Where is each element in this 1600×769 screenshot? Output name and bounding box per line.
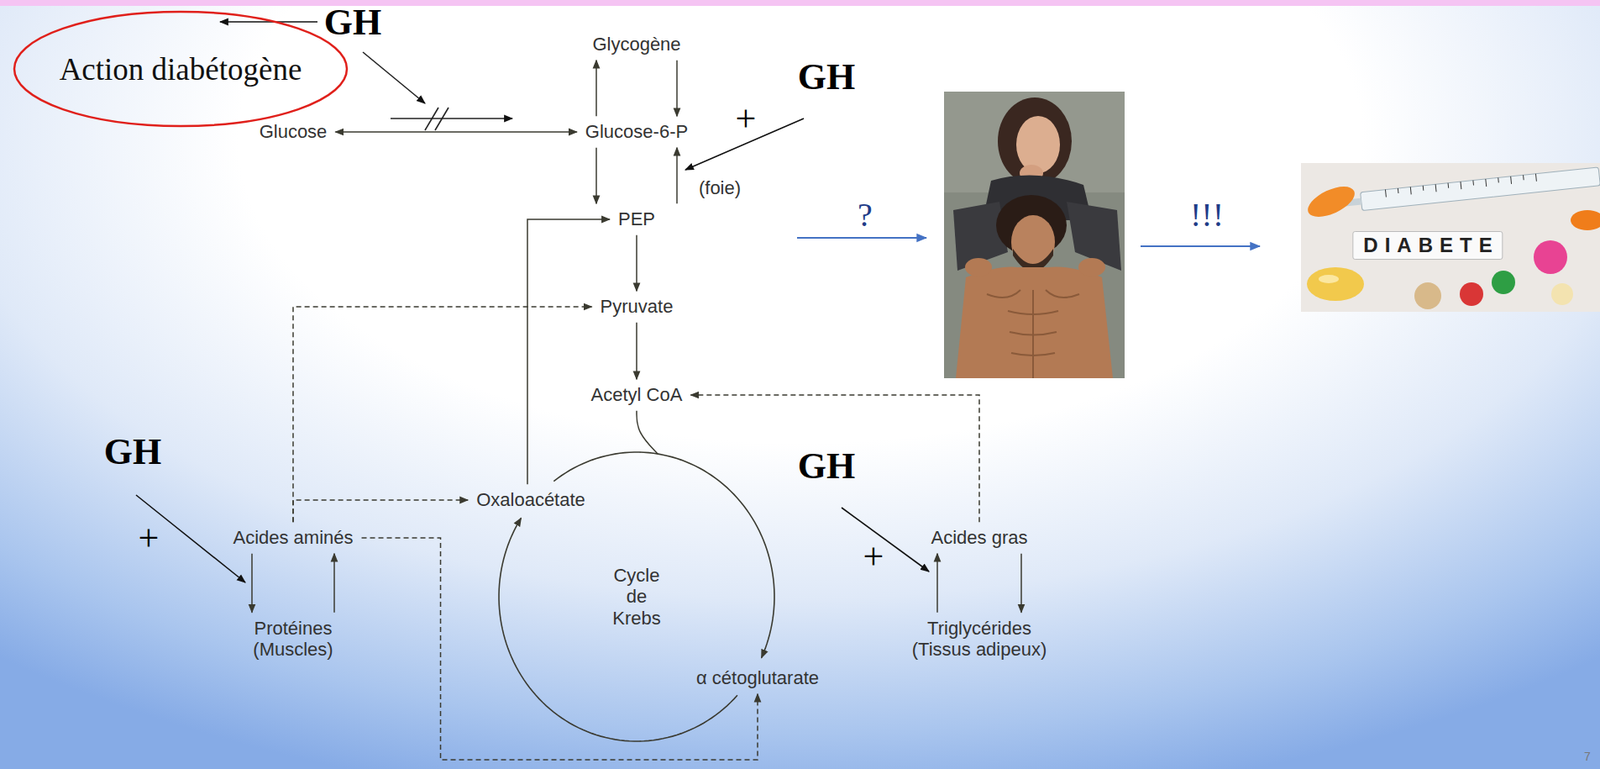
metabolite: PEP xyxy=(614,205,659,232)
question-mark: ? xyxy=(857,194,873,235)
photo-couple-part-part xyxy=(986,289,1021,298)
blue-arrow-part xyxy=(1140,245,1260,247)
reaction-arrow xyxy=(676,60,678,117)
stimulation-sign: + xyxy=(138,516,160,560)
ellipse-outline-path xyxy=(14,11,347,126)
reaction-arrow xyxy=(527,219,610,484)
photo-couple xyxy=(944,91,1125,378)
reaction-arrow xyxy=(595,60,598,117)
reaction-arrow xyxy=(251,553,253,613)
photo-medication-part xyxy=(1306,267,1364,301)
metabolite: Acetyl CoA xyxy=(587,381,687,408)
photo-couple-part xyxy=(1078,257,1106,277)
photo-medication-part-part xyxy=(1360,167,1600,211)
node-text: Oxaloacétate xyxy=(476,488,586,510)
node-text: Glycogène xyxy=(592,33,681,55)
stimulation-sign: + xyxy=(735,97,757,141)
photo-medication-part xyxy=(1414,282,1442,310)
photo-medication-part xyxy=(1491,270,1516,294)
node-text: Glucose-6-P xyxy=(585,120,688,142)
photo-medication-part-part xyxy=(1384,173,1537,198)
hormone-arrow-part xyxy=(136,494,246,583)
photo-couple-part xyxy=(955,267,1113,379)
photo-medication xyxy=(1300,162,1600,312)
metabolite: Protéines (Muscles) xyxy=(237,614,350,663)
photo-medication-part xyxy=(1533,240,1568,274)
photo-medication-part xyxy=(1318,274,1339,284)
photo-medication-part xyxy=(1300,162,1600,312)
reaction-arrow xyxy=(595,147,598,205)
hormone-label: GH xyxy=(797,444,856,488)
node-text: PEP xyxy=(618,208,656,230)
hormone-arrow xyxy=(136,21,929,583)
hormone-label: GH xyxy=(797,55,856,99)
organ-note: (foie) xyxy=(698,177,741,200)
reaction-arrow xyxy=(1020,553,1023,613)
metabolite: Glycogène xyxy=(588,31,684,58)
metabolite: Acides aminés xyxy=(229,524,357,551)
photo-medication-part xyxy=(1551,283,1574,305)
photo-couple-part-part xyxy=(1011,352,1055,356)
blocked-transport-part xyxy=(362,52,425,104)
photo-couple-part-part xyxy=(1045,289,1080,298)
node-text: Triglycérides (Tissus adipeux) xyxy=(902,617,1058,661)
stimulation-sign: + xyxy=(863,535,885,578)
hormone-label: GH xyxy=(324,0,382,44)
node-text: Action diabétogène xyxy=(59,51,303,88)
cycle-arc xyxy=(553,451,775,658)
hormone-label: GH xyxy=(104,430,162,473)
reaction-arrow xyxy=(635,322,638,380)
photo-medication-part xyxy=(1303,180,1359,224)
photo-couple-part xyxy=(997,97,1072,185)
blocked-transport xyxy=(362,52,513,131)
cycle-arc xyxy=(498,517,738,741)
blocked-transport-part xyxy=(390,117,513,120)
reaction-arrow xyxy=(635,235,638,292)
photo-couple-part xyxy=(986,289,1080,378)
metabolite: Triglycérides (Tissus adipeux) xyxy=(898,614,1061,663)
node-text: Acides aminés xyxy=(232,526,353,548)
photo-couple-part-part xyxy=(1007,310,1059,315)
photo-couple-part xyxy=(944,91,1125,378)
node-text: Pyruvate xyxy=(600,295,674,317)
exclamation: !!! xyxy=(1190,194,1224,235)
metabolite: Oxaloacétate xyxy=(472,486,589,513)
metabolite: Glucose-6-P xyxy=(582,118,692,145)
node-text: Glucose xyxy=(259,120,328,142)
node-text: Cycle de Krebs xyxy=(606,564,667,629)
hormone-arrow-part xyxy=(841,507,929,572)
metabolite: Acides gras xyxy=(928,524,1032,551)
node-text: Protéines (Muscles) xyxy=(241,617,347,661)
callout-ellipse: Action diabétogène xyxy=(12,10,349,128)
blue-arrow-part xyxy=(797,236,927,239)
metabolite: Pyruvate xyxy=(597,293,677,320)
blocked-transport-part xyxy=(435,107,449,131)
metabolite: α cétoglutarate xyxy=(692,664,823,691)
reaction-arrow xyxy=(333,553,336,613)
reaction-arrow xyxy=(335,131,578,133)
photo-couple-part xyxy=(965,257,992,277)
node-text: Acides gras xyxy=(931,526,1029,548)
reaction-arrow xyxy=(936,553,939,613)
metabolite: Glucose xyxy=(256,118,331,145)
photo-medication-part xyxy=(1570,209,1600,231)
page-number: 7 xyxy=(1584,749,1591,763)
dashed-arrow xyxy=(293,306,593,522)
photo-couple-part xyxy=(1016,115,1060,174)
reaction-arrow xyxy=(636,410,658,454)
letter-tiles: DIABETE xyxy=(1352,230,1503,260)
photo-medication-part xyxy=(1459,282,1484,306)
dashed-arrow xyxy=(293,499,468,522)
node-text: Acetyl CoA xyxy=(591,383,683,405)
dashed-arrow xyxy=(690,394,980,522)
node-text: α cétoglutarate xyxy=(696,666,819,688)
photo-couple-part-part xyxy=(1009,331,1057,336)
top-band xyxy=(0,0,1600,6)
reaction-arrow xyxy=(676,147,678,205)
